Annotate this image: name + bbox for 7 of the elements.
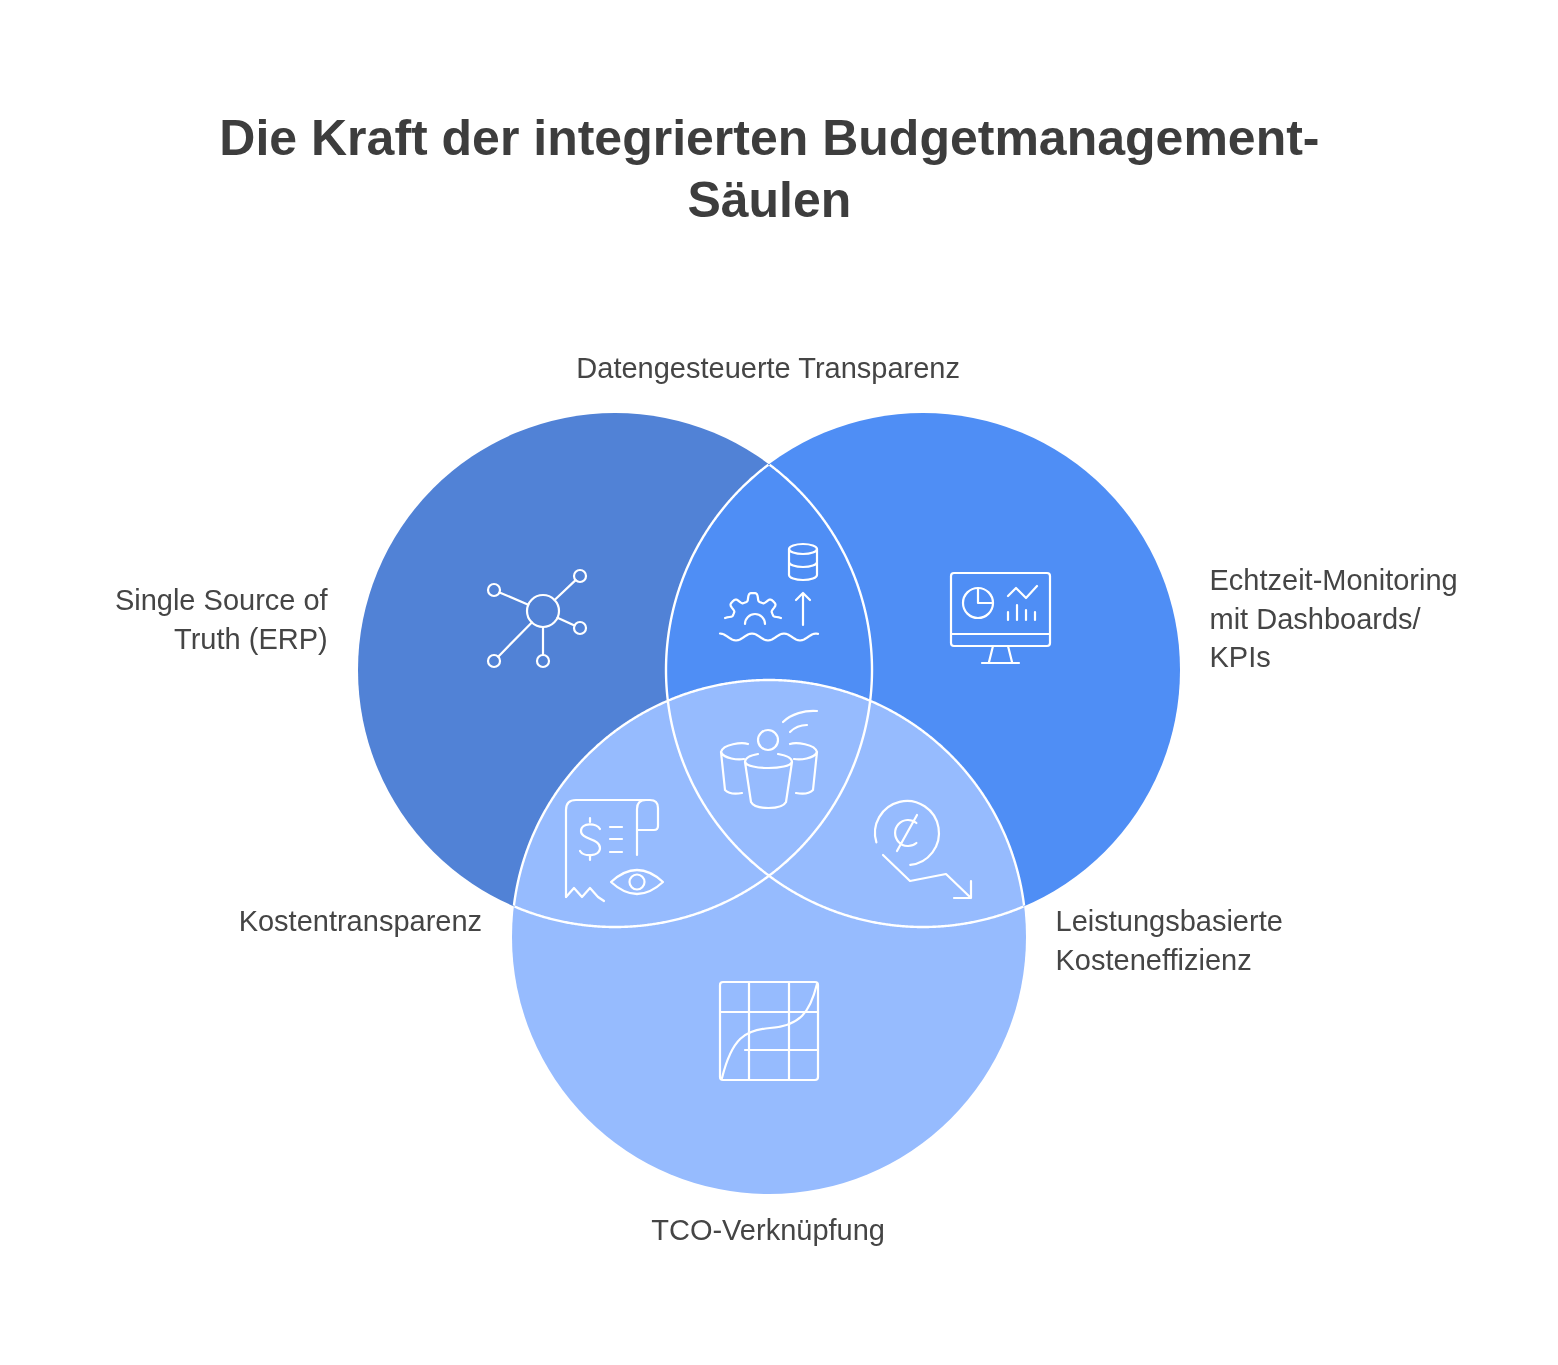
circle-label: Echtzeit-Monitoring mit Dashboards/ KPIs (1209, 563, 1459, 675)
circle-label: Single Source of Truth (ERP) (113, 583, 328, 657)
overlap-label: Kostentransparenz (237, 904, 483, 939)
overlap-label: Datengesteuerte Transparenz (575, 351, 961, 386)
diagram-title: Die Kraft der integrierten Budgetmanagement-Säulen (218, 109, 1321, 230)
overlap-label: Leistungsbasierte Kosteneffizienz (1055, 904, 1284, 978)
circle-label: TCO-Verknüpfung (650, 1213, 886, 1248)
